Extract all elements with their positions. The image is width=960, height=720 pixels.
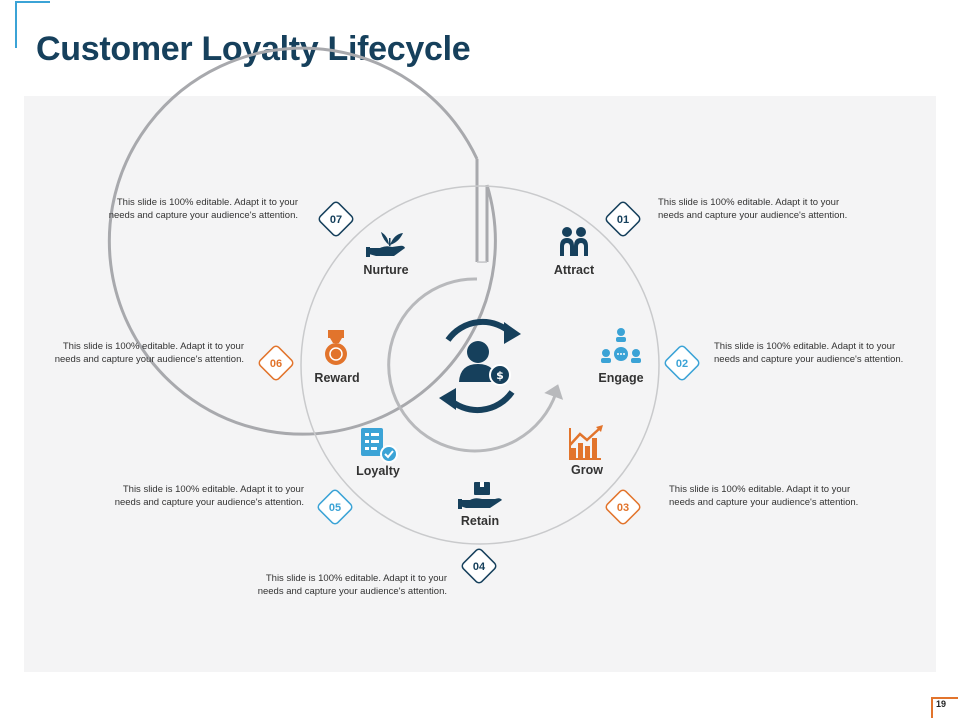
stage-label-retain: Retain	[461, 514, 499, 528]
svg-text:05: 05	[329, 502, 341, 514]
svg-text:07: 07	[330, 214, 342, 226]
growth-chart-icon	[569, 425, 603, 460]
inner-cycle-arc	[387, 277, 558, 453]
svg-text:06: 06	[270, 358, 282, 370]
svg-text:01: 01	[617, 214, 629, 226]
badge-01: 01	[605, 201, 641, 237]
svg-text:$: $	[496, 369, 504, 382]
description-01: This slide is 100% editable. Adapt it to…	[658, 197, 848, 221]
stage-label-reward: Reward	[314, 371, 359, 385]
svg-text:04: 04	[473, 561, 486, 573]
description-04: This slide is 100% editable. Adapt it to…	[257, 573, 447, 597]
badge-07: 07	[318, 201, 354, 237]
stage-label-engage: Engage	[598, 371, 643, 385]
stage-label-attract: Attract	[554, 263, 595, 277]
page-title: Customer Loyalty Lifecycle	[36, 30, 471, 68]
badge-04: 04	[461, 548, 497, 584]
outer-ring	[107, 46, 497, 436]
customer-cycle-icon: $	[439, 318, 521, 414]
inner-cycle-arrowhead	[544, 384, 564, 400]
svg-text:02: 02	[676, 358, 688, 370]
description-02: This slide is 100% editable. Adapt it to…	[714, 341, 904, 365]
network-people-icon	[601, 328, 641, 363]
checklist-icon	[361, 428, 398, 463]
corner-bracket-top-left	[15, 1, 50, 48]
middle-ring	[300, 185, 660, 545]
stage-label-grow: Grow	[571, 463, 603, 477]
badge-05: 05	[317, 489, 353, 525]
medal-icon	[325, 330, 347, 365]
badge-02: 02	[664, 345, 700, 381]
page-number: 19	[935, 699, 946, 709]
description-05: This slide is 100% editable. Adapt it to…	[114, 484, 304, 508]
hand-plant-icon	[366, 232, 405, 257]
description-06: This slide is 100% editable. Adapt it to…	[54, 341, 244, 365]
badge-03: 03	[605, 489, 641, 525]
description-07: This slide is 100% editable. Adapt it to…	[108, 197, 298, 221]
corner-bracket-bottom-right	[931, 697, 958, 718]
badge-06: 06	[258, 345, 294, 381]
description-03: This slide is 100% editable. Adapt it to…	[669, 484, 859, 508]
hand-box-icon	[458, 482, 502, 509]
stage-label-nurture: Nurture	[363, 263, 408, 277]
svg-text:03: 03	[617, 502, 629, 514]
stage-label-loyalty: Loyalty	[356, 464, 400, 478]
magnet-people-icon	[560, 227, 588, 256]
